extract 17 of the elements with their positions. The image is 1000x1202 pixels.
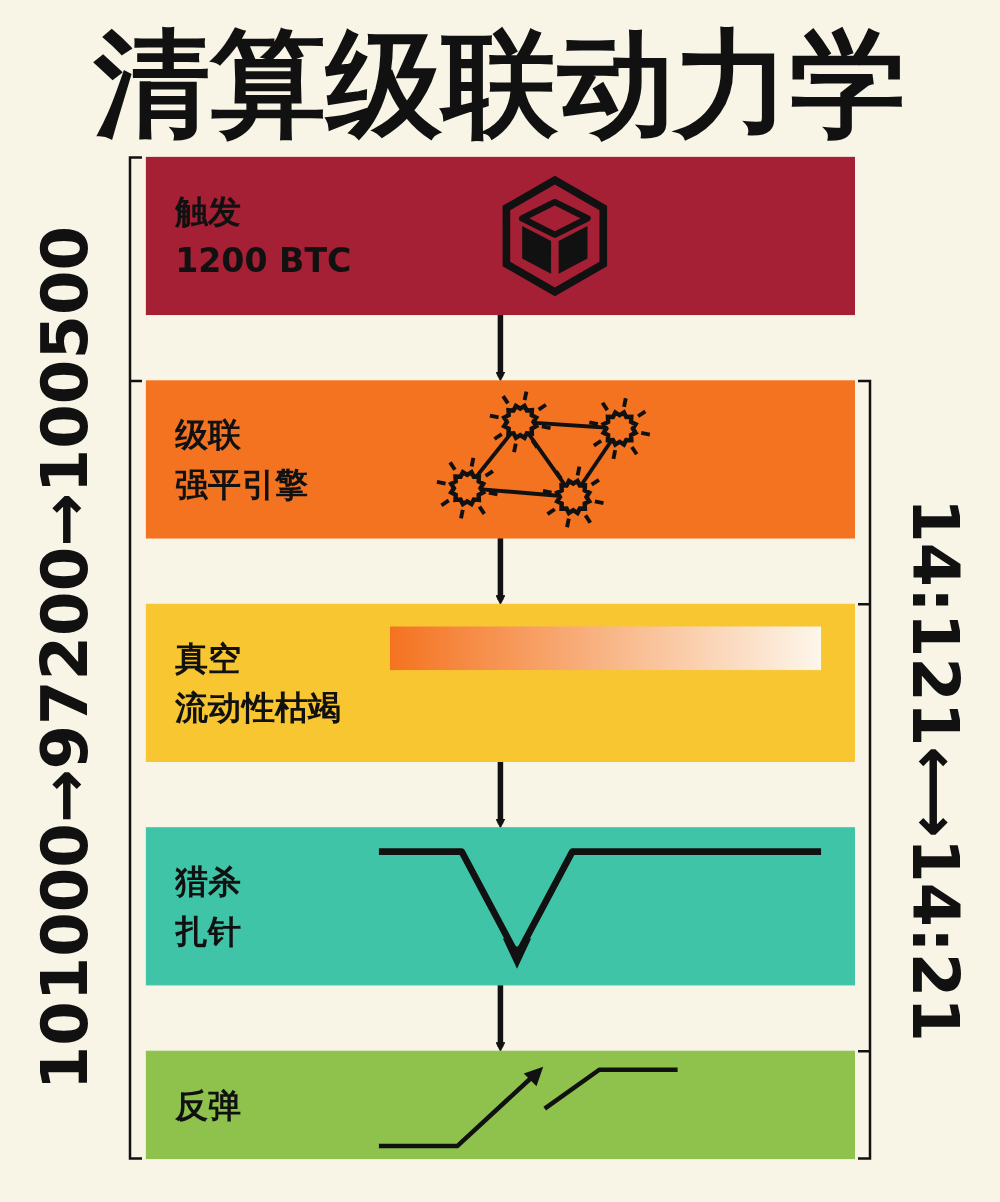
band-label: 级联 强平引擎	[174, 414, 308, 506]
band-label: 反弹	[174, 1084, 242, 1127]
process-band	[145, 827, 855, 986]
process-band	[145, 603, 855, 763]
arrow	[495, 761, 505, 829]
arrow	[495, 985, 505, 1052]
title: 清算级联动力学	[94, 15, 906, 153]
band-label: 真空 流动性枯竭	[174, 637, 341, 730]
rotated-label: 14:121⟷14:21	[903, 497, 967, 1042]
rotated-label: 101000→97200→100500	[33, 226, 97, 1091]
arrow	[495, 314, 505, 382]
process-band	[145, 380, 855, 539]
process-band	[145, 1050, 855, 1160]
arrow	[495, 538, 505, 605]
process-band	[145, 157, 855, 316]
band-label: 猎杀 扎针	[174, 861, 242, 953]
band-label: 触发 1200 BTC	[174, 190, 351, 283]
